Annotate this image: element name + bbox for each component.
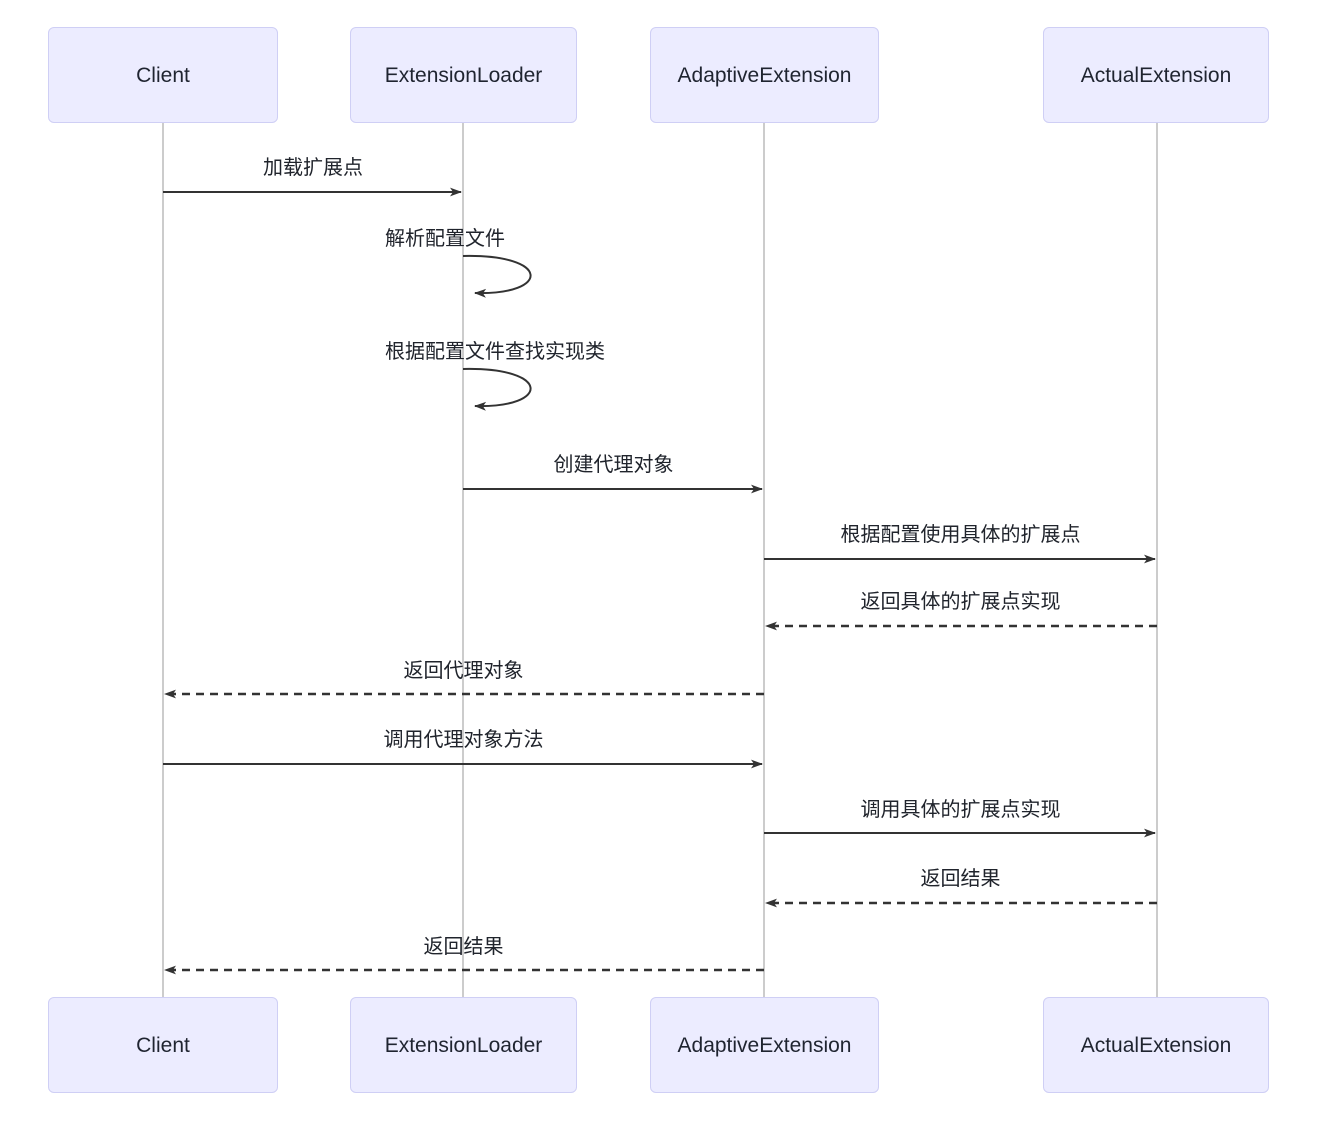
message-label-10: 返回结果 bbox=[920, 868, 1001, 890]
participant-box-actualextension-top: ActualExtension bbox=[1043, 27, 1269, 123]
participant-box-actualextension-bottom: ActualExtension bbox=[1043, 997, 1269, 1093]
self-message-arrow-2 bbox=[462, 254, 532, 298]
message-arrows-group bbox=[163, 187, 1157, 975]
message-label-11: 返回结果 bbox=[423, 936, 504, 958]
participant-label: Client bbox=[136, 1033, 190, 1057]
message-label-2: 解析配置文件 bbox=[385, 228, 505, 250]
participant-box-client-bottom: Client bbox=[48, 997, 278, 1093]
message-label-5: 根据配置使用具体的扩展点 bbox=[840, 524, 1081, 546]
participant-label: ActualExtension bbox=[1080, 63, 1232, 87]
participant-box-adaptiveextension-bottom: AdaptiveExtension bbox=[650, 997, 879, 1093]
participant-box-adaptiveextension-top: AdaptiveExtension bbox=[650, 27, 879, 123]
message-label-3: 根据配置文件查找实现类 bbox=[385, 341, 605, 363]
participant-box-extensionloader-top: ExtensionLoader bbox=[350, 27, 577, 123]
message-label-4: 创建代理对象 bbox=[553, 454, 674, 476]
message-label-7: 返回代理对象 bbox=[403, 660, 524, 682]
message-label-1: 加载扩展点 bbox=[263, 157, 363, 179]
participant-label: ActualExtension bbox=[1080, 1033, 1232, 1057]
participant-box-client-top: Client bbox=[48, 27, 278, 123]
message-label-8: 调用代理对象方法 bbox=[383, 729, 544, 751]
participant-label: ExtensionLoader bbox=[384, 63, 543, 87]
message-label-9: 调用具体的扩展点实现 bbox=[860, 799, 1061, 821]
message-label-6: 返回具体的扩展点实现 bbox=[860, 591, 1061, 613]
participant-label: Client bbox=[136, 63, 190, 87]
participant-box-extensionloader-bottom: ExtensionLoader bbox=[350, 997, 577, 1093]
self-message-arrow-3 bbox=[462, 367, 532, 411]
participant-label: ExtensionLoader bbox=[384, 1033, 543, 1057]
participant-label: AdaptiveExtension bbox=[677, 1033, 852, 1057]
participant-label: AdaptiveExtension bbox=[677, 63, 852, 87]
